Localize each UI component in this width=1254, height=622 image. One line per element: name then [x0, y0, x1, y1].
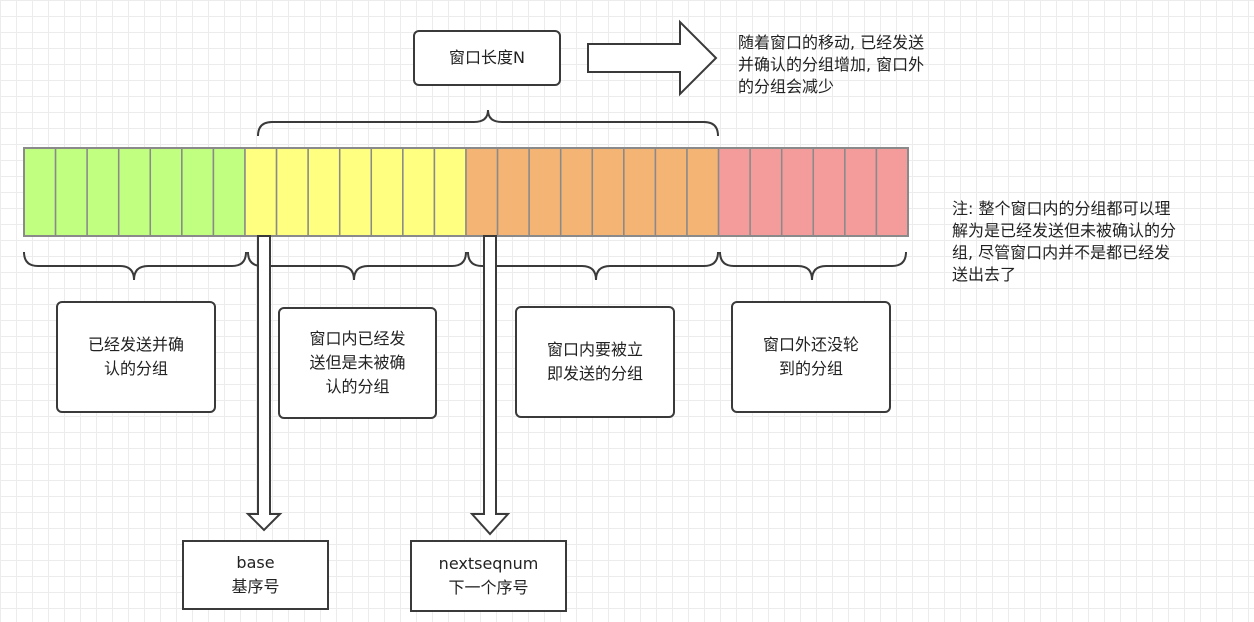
packet-cell [780, 147, 815, 237]
packet-cell [717, 147, 751, 237]
packet-cell [559, 147, 594, 237]
nextseqnum-label: nextseqnum 下一个序号 [410, 540, 567, 612]
packet-cell [875, 147, 909, 237]
brace-acked [23, 251, 247, 281]
window-side-note: 注: 整个窗口内的分组都可以理 解为是已经发送但未被确认的分 组, 尽管窗口内并… [952, 199, 1177, 284]
packet-cell [654, 147, 688, 237]
packet-cell [591, 147, 625, 237]
packet-cell [465, 147, 499, 237]
brace-to-send [467, 251, 719, 281]
brace-sent-unacked [247, 251, 467, 281]
base-label: base 基序号 [182, 540, 329, 610]
packet-cell [275, 147, 309, 237]
sequence-outline [23, 147, 909, 237]
acked-packets-label: 已经发送并确 认的分组 [56, 301, 216, 413]
packet-cell [812, 147, 846, 237]
sequence-cells [23, 147, 909, 237]
packet-cell [212, 147, 246, 237]
packet-cell [749, 147, 783, 237]
packet-cell [307, 147, 341, 237]
nextseqnum-pointer-arrow [469, 235, 511, 536]
packet-cell [686, 147, 720, 237]
packet-cell [244, 147, 278, 237]
packet-cell [402, 147, 436, 237]
window-length-label: 窗口长度N [413, 30, 561, 86]
window-move-note: 随着窗口的移动, 已经发送 并确认的分组增加, 窗口外 的分组会减少 [738, 33, 925, 96]
sent-unacked-packets-label: 窗口内已经发 送但是未被确 认的分组 [278, 307, 437, 419]
packet-cell [433, 147, 467, 237]
packet-cell [149, 147, 183, 237]
window-move-arrow [587, 19, 718, 97]
packet-cell [528, 147, 562, 237]
packet-cell [496, 147, 530, 237]
window-brace [257, 109, 719, 137]
packet-cell [54, 147, 88, 237]
to-send-packets-label: 窗口内要被立 即发送的分组 [515, 306, 675, 418]
base-pointer-arrow [245, 235, 283, 532]
packet-cell [181, 147, 215, 237]
packet-cell [23, 147, 57, 237]
packet-cell [623, 147, 657, 237]
outside-window-packets-label: 窗口外还没轮 到的分组 [731, 301, 891, 413]
brace-outside-window [719, 251, 907, 281]
packet-cell [86, 147, 120, 237]
packet-cell [370, 147, 404, 237]
packet-cell [844, 147, 878, 237]
packet-cell [338, 147, 373, 237]
packet-cell [117, 147, 152, 237]
